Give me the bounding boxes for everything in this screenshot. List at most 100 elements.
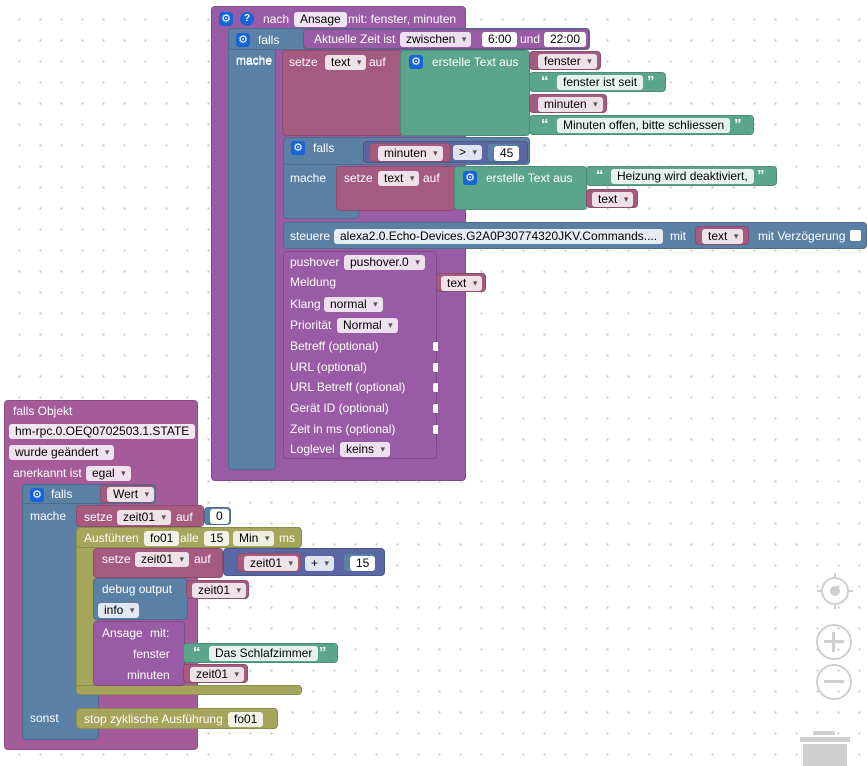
gear-icon[interactable]: ⚙ [291, 141, 305, 155]
text-literal[interactable]: Das Schlafzimmer [209, 646, 319, 661]
condition-dropdown[interactable]: Wert [107, 487, 155, 502]
set-zeit01-block[interactable]: setze zeit01 auf [76, 505, 204, 527]
time-compare-block[interactable]: Aktuelle Zeit ist zwischen 6:00 und 22:0… [303, 29, 589, 49]
betreff-input-slot[interactable] [433, 342, 438, 351]
text-item-2[interactable]: “ fenster ist seit ” [529, 72, 666, 92]
url-betreff-input-slot[interactable] [433, 383, 438, 392]
time-operator-dropdown[interactable]: zwischen [400, 32, 472, 47]
ack-dropdown[interactable]: egal [86, 466, 131, 481]
variable-dropdown[interactable]: text [325, 55, 367, 70]
interval-name-field[interactable]: fo01 [144, 531, 180, 546]
geraet-input-slot[interactable] [433, 404, 438, 413]
text-literal[interactable]: Heizung wird deaktiviert, [611, 169, 754, 184]
number-field[interactable]: 15 [350, 556, 376, 571]
math-left-var[interactable]: zeit01 [237, 553, 301, 572]
math-operator-dropdown[interactable]: + [305, 556, 335, 571]
fenster-text-block[interactable]: “ Das Schlafzimmer ” [183, 643, 338, 663]
interval-value-field[interactable]: 15 [204, 531, 230, 546]
number-field[interactable]: 45 [494, 146, 520, 161]
log-level-dropdown[interactable]: info [98, 603, 140, 618]
gear-icon[interactable]: ⚙ [463, 171, 477, 185]
variable-dropdown[interactable]: text [441, 276, 483, 291]
call-name: Ansage [102, 626, 143, 640]
call-ansage-block[interactable]: Ansage mit: fenster minuten [93, 621, 185, 686]
text-literal[interactable]: fenster ist seit [557, 75, 644, 90]
time-und-label: und [520, 32, 541, 46]
text-item-heizung[interactable]: “ Heizung wird deaktiviert, ” [586, 166, 777, 186]
object-id-field[interactable]: hm-rpc.0.OEQ0702503.1.STATE [9, 424, 196, 439]
control-state-block[interactable]: steuere alexa2.0.Echo-Devices.G2A0P30774… [283, 222, 867, 249]
gear-icon[interactable]: ⚙ [219, 12, 233, 26]
meldung-label: Meldung [290, 275, 337, 289]
if-mache-label: mache [30, 509, 67, 523]
variable-dropdown[interactable]: zeit01 [192, 583, 247, 598]
zoom-out-icon[interactable] [816, 664, 852, 700]
ms-label: ms [279, 531, 295, 545]
math-right-num[interactable]: 15 [343, 553, 376, 572]
minuten-var-block[interactable]: zeit01 [183, 664, 248, 683]
loglevel-dropdown[interactable]: keins [340, 442, 391, 457]
set-increment-block[interactable]: setze zeit01 auf [93, 548, 223, 578]
zeit-input-slot[interactable] [433, 425, 438, 434]
compare-left-var[interactable]: minuten [369, 143, 451, 162]
interval-header[interactable]: Ausführen fo01 alle 15 Min ms [76, 527, 302, 548]
meldung-var[interactable]: text [436, 273, 486, 292]
target-icon[interactable] [817, 573, 853, 609]
debug-output-block[interactable]: debug output info [93, 578, 188, 620]
delay-label: mit Verzögerung [758, 229, 846, 243]
variable-dropdown[interactable]: zeit01 [190, 667, 245, 682]
number-field[interactable]: 0 [210, 509, 229, 524]
delay-checkbox[interactable] [850, 230, 861, 241]
time-compare-label: Aktuelle Zeit ist [314, 32, 396, 46]
gear-icon[interactable]: ⚙ [30, 488, 44, 502]
pushover-instance-dropdown[interactable]: pushover.0 [344, 255, 425, 270]
time-to-field[interactable]: 22:00 [544, 32, 587, 47]
interval-unit-dropdown[interactable]: Min [233, 531, 275, 546]
text-item-var[interactable]: text [586, 189, 638, 208]
debug-var[interactable]: zeit01 [186, 580, 249, 599]
if-cond-wert[interactable]: Wert [100, 485, 155, 503]
url-input-slot[interactable] [433, 363, 438, 372]
if-block-time[interactable] [228, 28, 276, 470]
klang-dropdown[interactable]: normal [324, 297, 383, 312]
url-betreff-label: URL Betreff (optional) [290, 380, 406, 394]
compare-right-num[interactable]: 45 [487, 143, 520, 162]
text-item-3[interactable]: minuten [529, 94, 607, 113]
text-item-1[interactable]: fenster [529, 51, 601, 70]
prioritaet-label: Priorität [290, 318, 332, 332]
quote-close-icon: ” [757, 167, 765, 184]
text-literal[interactable]: Minuten offen, bitte schliessen [557, 118, 731, 133]
procedure-name-field[interactable]: Ansage [294, 12, 347, 27]
number-zero-block[interactable]: 0 [204, 507, 231, 525]
pushover-block[interactable]: pushover pushover.0 Meldung Klang normal… [283, 251, 438, 459]
time-from-field[interactable]: 6:00 [482, 32, 518, 47]
gear-icon[interactable]: ⚙ [409, 55, 423, 69]
steuere-var[interactable]: text [695, 226, 749, 245]
text-item-4[interactable]: “ Minuten offen, bitte schliessen ” [529, 115, 754, 135]
prioritaet-dropdown[interactable]: Normal [337, 318, 398, 333]
compare-operator-dropdown[interactable]: > [453, 145, 483, 160]
variable-dropdown[interactable]: text [702, 229, 744, 244]
set-text-block-1[interactable]: setze text auf [282, 50, 402, 136]
variable-dropdown[interactable]: fenster [538, 54, 597, 69]
variable-dropdown[interactable]: minuten [378, 146, 443, 161]
if-sonst-label: sonst [30, 711, 59, 725]
set-text-block-2[interactable]: setze text auf [336, 166, 456, 211]
variable-dropdown[interactable]: minuten [538, 97, 603, 112]
stop-name-field[interactable]: fo01 [228, 712, 264, 727]
trash-icon[interactable] [800, 731, 850, 766]
variable-dropdown[interactable]: zeit01 [117, 510, 172, 525]
trigger-mode-dropdown[interactable]: wurde geändert [9, 445, 115, 460]
gear-icon[interactable]: ⚙ [236, 33, 250, 47]
help-icon[interactable]: ? [240, 12, 254, 26]
zoom-in-icon[interactable] [816, 624, 852, 660]
debug-label: debug output [102, 582, 173, 596]
object-id-field[interactable]: alexa2.0.Echo-Devices.G2A0P30774320JKV.C… [334, 229, 664, 244]
variable-dropdown[interactable]: zeit01 [244, 556, 299, 571]
variable-dropdown[interactable]: zeit01 [135, 552, 190, 567]
create-text-block-1[interactable]: ⚙ erstelle Text aus [400, 50, 530, 136]
variable-dropdown[interactable]: text [592, 192, 634, 207]
variable-dropdown[interactable]: text [378, 171, 420, 186]
create-text-block-2[interactable]: ⚙ erstelle Text aus [454, 166, 587, 210]
stop-interval-block[interactable]: stop zyklische Ausführung fo01 [76, 708, 278, 729]
